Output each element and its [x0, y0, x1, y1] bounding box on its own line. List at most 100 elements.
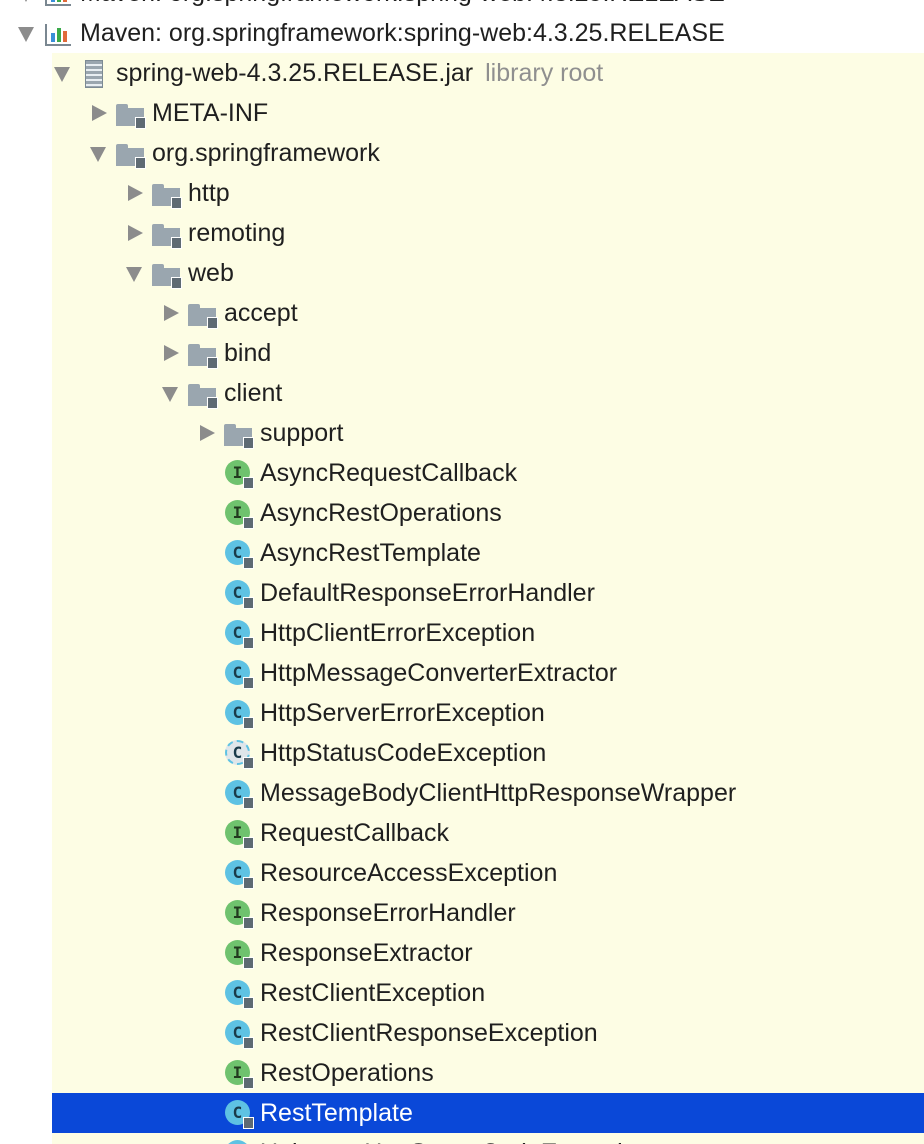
expand-arrow-right-icon[interactable]	[124, 173, 146, 213]
tree-node[interactable]: remoting	[52, 213, 924, 253]
interface-icon: I	[224, 899, 254, 929]
tree-node-label: spring-web-4.3.25.RELEASE.jar	[116, 59, 474, 87]
lock-icon	[243, 557, 254, 569]
tree-node[interactable]: Maven: org.springframework:spring-web:4.…	[0, 0, 924, 13]
class-icon: C	[224, 779, 254, 809]
expand-arrow-down-icon[interactable]	[124, 253, 146, 293]
expand-arrow-right-icon[interactable]	[88, 93, 110, 133]
tree-node[interactable]: client	[52, 373, 924, 413]
maven-library-icon	[44, 0, 72, 7]
tree-node-label: org.springframework	[152, 139, 380, 167]
lock-icon	[243, 1077, 254, 1089]
lock-icon	[207, 357, 218, 369]
tree-node[interactable]: META-INF	[52, 93, 924, 133]
tree-node-label: AsyncRequestCallback	[260, 459, 518, 487]
tree-node-label: client	[224, 379, 283, 407]
expand-arrow-down-icon[interactable]	[16, 0, 38, 13]
tree-node[interactable]: org.springframework	[52, 133, 924, 173]
class-icon: C	[224, 1019, 254, 1049]
expand-arrow-down-icon[interactable]	[16, 13, 38, 53]
lock-icon	[243, 997, 254, 1009]
package-folder-icon	[188, 339, 218, 369]
tree-node-label: web	[188, 259, 234, 287]
lock-icon	[243, 757, 254, 769]
tree-node[interactable]: I AsyncRequestCallback	[52, 453, 924, 493]
type-letter: C	[225, 1140, 250, 1144]
tree-node-label: http	[188, 179, 230, 207]
class-icon: C	[224, 979, 254, 1009]
tree-node-label: HttpStatusCodeException	[260, 739, 547, 767]
expand-arrow-down-icon[interactable]	[52, 53, 74, 93]
class-icon: C	[224, 619, 254, 649]
package-folder-icon	[152, 179, 182, 209]
tree-node-label: HttpMessageConverterExtractor	[260, 659, 618, 687]
tree-node[interactable]: support	[52, 413, 924, 453]
jar-archive-icon	[80, 59, 108, 88]
tree-node[interactable]: Maven: org.springframework:spring-web:4.…	[0, 13, 924, 53]
lock-icon	[243, 477, 254, 489]
lock-icon	[243, 717, 254, 729]
lock-icon	[243, 677, 254, 689]
library-bar-icon	[57, 28, 61, 42]
tree-node-label: ResponseErrorHandler	[260, 899, 516, 927]
class-icon: C	[224, 539, 254, 569]
tree-node[interactable]: web	[52, 253, 924, 293]
expand-arrow-right-icon[interactable]	[160, 293, 182, 333]
library-bar-icon	[51, 33, 55, 42]
package-folder-icon	[152, 219, 182, 249]
interface-icon: I	[224, 499, 254, 529]
expand-arrow-down-icon[interactable]	[88, 133, 110, 173]
tree-node-label: RestOperations	[260, 1059, 434, 1087]
tree-node[interactable]: bind	[52, 333, 924, 373]
lock-icon	[243, 797, 254, 809]
tree-node-label: accept	[224, 299, 298, 327]
lock-icon	[135, 157, 146, 169]
package-folder-icon	[116, 139, 146, 169]
expand-arrow-right-icon[interactable]	[160, 333, 182, 373]
abstract-class-icon: C	[224, 739, 254, 769]
lock-icon	[243, 437, 254, 449]
tree-node[interactable]: accept	[52, 293, 924, 333]
class-icon: C	[224, 579, 254, 609]
lock-icon	[243, 877, 254, 889]
interface-icon: I	[224, 939, 254, 969]
lock-icon	[171, 277, 182, 289]
tree-node-label: RestTemplate	[260, 1099, 413, 1127]
tree-node-label: Maven: org.springframework:spring-web:4.…	[80, 19, 725, 47]
tree-node[interactable]: CUnknownHttpStatusCodeException	[52, 1133, 924, 1144]
class-icon: C	[224, 1099, 254, 1129]
tree-node[interactable]: http	[52, 173, 924, 213]
lock-icon	[243, 917, 254, 929]
tree-node-label: RestClientException	[260, 979, 486, 1007]
tree-node-label: MessageBodyClientHttpResponseWrapper	[260, 779, 737, 807]
class-icon: C	[224, 859, 254, 889]
class-icon: C	[224, 1139, 252, 1144]
type-letter: I	[225, 460, 250, 485]
expand-arrow-right-icon[interactable]	[196, 413, 218, 453]
tree-node-label: DefaultResponseErrorHandler	[260, 579, 595, 607]
class-icon: C	[224, 659, 254, 689]
lock-icon	[207, 397, 218, 409]
tree-node-label: remoting	[188, 219, 286, 247]
package-folder-icon	[188, 299, 218, 329]
expand-arrow-down-icon[interactable]	[160, 373, 182, 413]
expand-arrow-right-icon[interactable]	[124, 213, 146, 253]
